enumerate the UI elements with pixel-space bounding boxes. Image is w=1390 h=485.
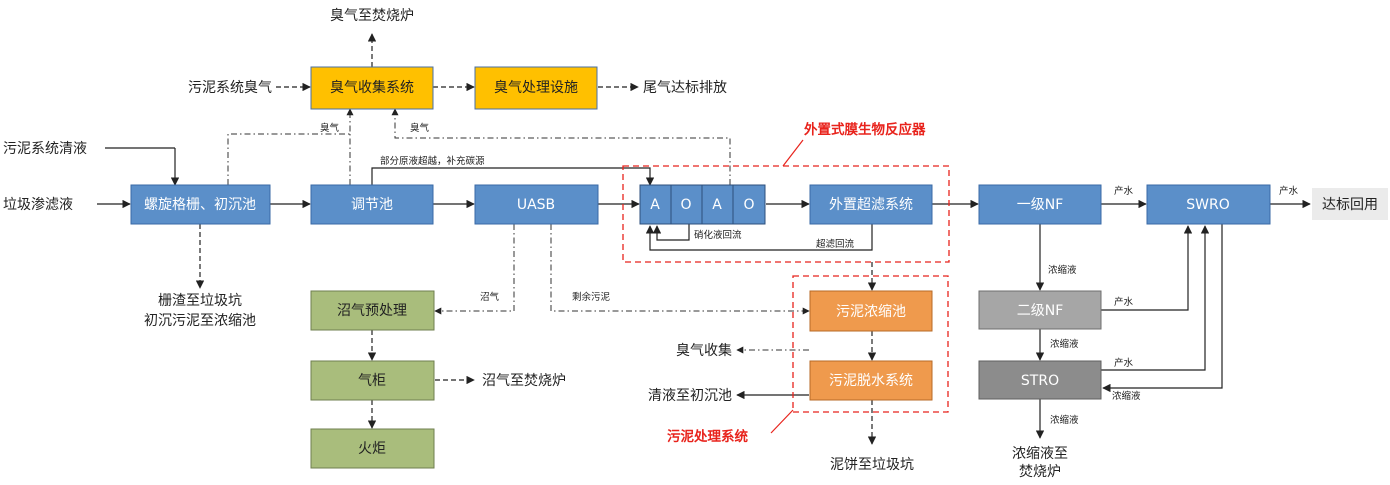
conc-out-text-2: 焚烧炉: [1019, 464, 1061, 480]
odor-treat-label: 臭气处理设施: [494, 80, 578, 96]
ao-o1-label: O: [680, 197, 691, 213]
uf-label: 外置超滤系统: [829, 197, 913, 213]
uf-return-arrow: [645, 224, 873, 251]
flare-box[interactable]: 火炬: [310, 428, 435, 469]
nitrate-return-arrow: [652, 224, 690, 241]
nf2-label: 二级NF: [1017, 303, 1064, 319]
stro-box[interactable]: STRO: [978, 360, 1102, 400]
ao-box-o2[interactable]: O: [732, 184, 766, 225]
stro-product-arrow: [1101, 225, 1210, 371]
product-label-4: 产水: [1114, 357, 1134, 369]
sludge-thick-box[interactable]: 污泥浓缩池: [809, 290, 933, 332]
sludge-dewater-label: 污泥脱水系统: [829, 373, 913, 389]
nitrate-return-label: 硝化液回流: [694, 229, 742, 241]
odor-ao-line: [391, 108, 731, 185]
sludge-odor-text: 污泥系统臭气: [188, 80, 272, 96]
clear-to-primary-text: 清液至初沉池: [648, 387, 732, 404]
raw-bypass-label: 部分原液超越，补充碳源: [380, 155, 485, 167]
line-labels: 臭气 臭气 部分原液超越，补充碳源 硝化液回流 超滤回流 沼气 剩余污泥 产水 …: [320, 122, 1299, 426]
screen-label: 螺旋格栅、初沉池: [144, 196, 256, 213]
primary-sludge-text: 初沉污泥至浓缩池: [144, 312, 256, 329]
biogas-pre-label: 沼气预处理: [337, 303, 407, 319]
excess-sludge-label: 剩余污泥: [572, 291, 611, 303]
uf-box[interactable]: 外置超滤系统: [809, 184, 933, 225]
cake-text: 泥饼至垃圾坑: [830, 457, 914, 473]
odor-collect-box[interactable]: 臭气收集系统: [310, 66, 434, 110]
biogas-arrow: [434, 224, 515, 315]
biogas-pre-box[interactable]: 沼气预处理: [310, 290, 435, 331]
group-titles: 外置式膜生物反应器 污泥处理系统: [667, 121, 926, 445]
excess-sludge-arrow: [550, 224, 810, 315]
odor-collect-out-text: 臭气收集: [676, 342, 732, 359]
ao-a2-label: A: [712, 197, 722, 213]
odor-treat-box[interactable]: 臭气处理设施: [474, 66, 598, 110]
stro-label: STRO: [1021, 373, 1059, 389]
odor-label-a: 臭气: [320, 122, 340, 134]
swro-label: SWRO: [1186, 197, 1229, 213]
swro-box[interactable]: SWRO: [1146, 184, 1271, 225]
gas-holder-box[interactable]: 气柜: [310, 360, 435, 401]
sludge-group-frame: [792, 275, 949, 413]
ao-box-a1[interactable]: A: [639, 184, 672, 225]
conc-label-1: 浓缩液: [1048, 264, 1077, 276]
gas-to-incinerator-text: 沼气至焚烧炉: [482, 373, 566, 389]
raw-bypass-arrow: [371, 167, 655, 186]
flare-label: 火炬: [358, 441, 386, 457]
nf2-box[interactable]: 二级NF: [978, 290, 1102, 330]
screen-residue-text: 栅渣至垃圾坑: [158, 293, 242, 309]
product-label-3: 产水: [1114, 296, 1134, 308]
nf1-label: 一级NF: [1017, 197, 1064, 213]
equalize-label: 调节池: [351, 197, 393, 213]
screen-box[interactable]: 螺旋格栅、初沉池: [130, 184, 271, 225]
reuse-background: [1312, 188, 1388, 220]
conc-label-4: 浓缩液: [1050, 414, 1079, 426]
mbr-group-title: 外置式膜生物反应器: [804, 121, 926, 138]
gas-holder-label: 气柜: [358, 373, 386, 389]
biogas-label: 沼气: [480, 291, 500, 303]
odor-collect-label: 臭气收集系统: [330, 79, 414, 96]
uasb-label: UASB: [517, 197, 555, 213]
ao-a1-label: A: [650, 197, 660, 213]
swro-conc-arrow: [1102, 224, 1223, 393]
product-label-2: 产水: [1279, 185, 1299, 197]
sludge-title-leader: [770, 409, 794, 434]
odor-to-incinerator-text: 臭气至焚烧炉: [330, 8, 414, 24]
sludge-dewater-box[interactable]: 污泥脱水系统: [809, 360, 933, 401]
odor-label-b: 臭气: [410, 122, 430, 134]
tail-gas-text: 尾气达标排放: [643, 80, 727, 96]
uasb-box[interactable]: UASB: [474, 184, 599, 225]
leachate-text: 垃圾渗滤液: [3, 197, 73, 213]
nf2-product-arrow: [1101, 225, 1193, 311]
external-labels: 臭气至焚烧炉 污泥系统臭气 尾气达标排放 污泥系统清液 垃圾渗滤液 栅渣至垃圾坑…: [3, 8, 1388, 480]
process-boxes: 臭气收集系统 臭气处理设施 螺旋格栅、初沉池 调节池 UASB A O A: [130, 66, 1271, 469]
mbr-group-frame: [622, 165, 950, 263]
product-label-1: 产水: [1114, 185, 1134, 197]
nf1-box[interactable]: 一级NF: [978, 184, 1102, 225]
mbr-title-leader: [782, 139, 804, 167]
connectors: [97, 33, 1311, 445]
conc-label-2: 浓缩液: [1050, 338, 1079, 350]
sludge-thick-label: 污泥浓缩池: [836, 304, 906, 320]
conc-label-3: 浓缩液: [1112, 390, 1141, 402]
sludge-clear-text: 污泥系统清液: [3, 141, 87, 157]
ao-box-o1[interactable]: O: [670, 184, 703, 225]
ao-box-a2[interactable]: A: [701, 184, 734, 225]
ao-o2-label: O: [743, 197, 754, 213]
equalize-box[interactable]: 调节池: [310, 184, 434, 225]
uf-return-label: 超滤回流: [816, 238, 855, 250]
reuse-text: 达标回用: [1322, 197, 1378, 213]
odor-screen-line: [227, 108, 354, 185]
conc-out-text-1: 浓缩液至: [1012, 446, 1068, 462]
sludge-group-title: 污泥处理系统: [667, 428, 748, 445]
